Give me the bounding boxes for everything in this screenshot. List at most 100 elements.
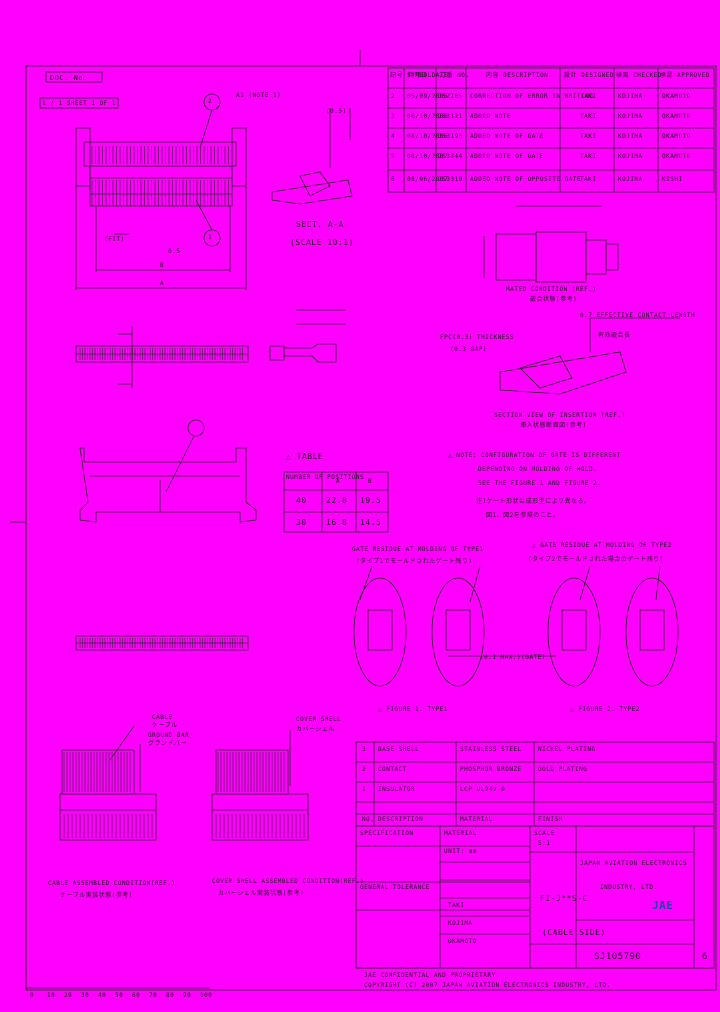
effective-length: 0.7 EFFECTIVE CONTACT LENGTH: [580, 312, 696, 319]
part-desc: (CABLE SIDE): [542, 928, 606, 937]
rev-cell: KOJIMA: [618, 113, 643, 120]
rev-cell: 08/10/2007: [407, 153, 449, 160]
table-row-40-b: 19.5: [360, 496, 382, 505]
rev-cell: 6: [391, 176, 396, 183]
rev-cell: ADDED NOTE OF GATE: [470, 133, 545, 140]
balloon-2: 2: [208, 98, 213, 105]
bom-cell: 3: [362, 746, 367, 753]
rev-cell: JS3244: [438, 153, 463, 160]
fpc-thickness: FPC(0.3) THICKNESS: [440, 334, 515, 341]
rev-cell: OKAMOTO: [662, 113, 691, 120]
table-header-positions: NUMBER OF POSITIONS: [286, 474, 365, 481]
bom-header: FINISH: [538, 816, 563, 823]
drawing-number: SJ105790: [594, 952, 642, 962]
rev-header-no: 訂番 NO.: [440, 72, 470, 79]
rev-cell: 4: [391, 133, 396, 140]
company-logo: JAE: [652, 899, 674, 912]
dim-pitch: 0.5: [168, 248, 181, 255]
cable-assembled: CABLE ASSEMBLED CONDITION(REF.): [48, 880, 176, 887]
rev-cell: 2: [391, 93, 396, 100]
rev-cell: 3: [391, 113, 396, 120]
unit-label: UNIT: mm: [444, 848, 477, 855]
bom-cell: STAINLESS STEEL: [460, 746, 522, 753]
bom-cell: GOLD PLATING: [538, 766, 588, 773]
bom-cell: NICKEL PLATING: [538, 746, 596, 753]
gate-type1-jp: (タイプ1でモールドされたゲート残り): [356, 558, 473, 565]
footer-copyright: COPYRIGHT (C) 2007 JAPAN AVIATION ELECTR…: [364, 982, 611, 989]
rev-cell: JS3121: [438, 113, 463, 120]
table-row-30-a: 16.8: [326, 518, 348, 527]
bom-header: DESCRIPTION: [378, 816, 424, 823]
rev-cell: TAKI: [580, 133, 597, 140]
cover-shell-label: COVER SHELL: [296, 716, 342, 723]
rev-cell: KOJIMA: [618, 176, 643, 183]
dwg-label: DOC. No.: [50, 74, 88, 82]
dim-a: A: [160, 280, 165, 287]
rev-cell: JS3310: [438, 176, 463, 183]
bom-cell: LCP UL94V-0: [460, 786, 506, 793]
rev-cell: JS3195: [438, 133, 463, 140]
checked-name: KOJIMA: [448, 920, 473, 927]
ground-bar-label: GROUND BAR: [148, 732, 190, 739]
note-line-1: △ NOTE: CONFIGURATION OF GATE IS DIFFERE…: [448, 452, 621, 459]
scale-value: 5:1: [538, 840, 551, 847]
dim-pitch-label: (0.5): [326, 108, 347, 115]
rev-header-symbol: 記号 SYMBOL: [390, 72, 432, 79]
table-header-b: B: [368, 478, 373, 485]
ruler-tick-label: 90: [183, 992, 192, 999]
rev-cell: OKAMOTO: [662, 153, 691, 160]
ruler-tick-label: 60: [132, 992, 141, 999]
rev-cell: KOJIMA: [618, 133, 643, 140]
rev-cell: TAKI: [580, 113, 597, 120]
tolerance-label: GENERAL TOLERANCE: [360, 884, 430, 891]
bom-cell: CONTACT: [378, 766, 407, 773]
cable-label-jp: ケーブル: [152, 722, 178, 729]
ruler-tick-label: 70: [149, 992, 158, 999]
section-insertion: SECTION VIEW OF INSERTION (REF.): [494, 412, 626, 419]
rev-cell: 05/09/2005: [407, 93, 449, 100]
fpc-gap: (0.3 GAP): [450, 346, 488, 353]
rev-cell: TAKI: [580, 93, 597, 100]
rev-cell: OKAMOTO: [662, 133, 691, 140]
sheet-number: 6: [702, 952, 708, 962]
ruler-tick-label: 30: [81, 992, 90, 999]
cable-assembled-jp: ケーブル実装状態(参考): [60, 892, 133, 899]
bom-cell: BASE SHELL: [378, 746, 420, 753]
mated-condition: MATED CONDITION (REF.): [506, 286, 597, 293]
material-label: MATERIAL: [444, 830, 477, 837]
section-insertion-jp: 挿入状態断面図(参考): [520, 422, 587, 429]
designed-name: TAKI: [448, 902, 465, 909]
company-name: JAPAN AVIATION ELECTRONICS: [580, 860, 687, 867]
rev-cell: KOJIMA: [618, 93, 643, 100]
ruler-tick-label: 20: [64, 992, 73, 999]
ruler-tick-label: 50: [115, 992, 124, 999]
table-row-30-positions: 30: [296, 518, 307, 527]
dim-b: B: [160, 262, 165, 269]
part-name: FI-J**S-C: [540, 894, 588, 903]
ruler-tick-label: 10: [47, 992, 56, 999]
ground-bar-label-jp: グランドバー: [148, 740, 188, 747]
dim-a-note: A1 (NOTE 1): [236, 92, 282, 99]
cover-assembled: COVER SHELL ASSEMBLED CONDITION(REF.): [212, 878, 365, 885]
rev-cell: 06/10/2006: [407, 113, 449, 120]
table-header-a: A: [336, 478, 341, 485]
note-line-5: 図1、図2を参照のこと。: [486, 512, 560, 519]
rev-cell: JS2105: [438, 93, 463, 100]
footer-confidential: JAE CONFIDENTIAL AND PROPRIETARY: [364, 972, 496, 979]
bom-cell: 2: [362, 766, 367, 773]
company-name-2: INDUSTRY, LTD.: [600, 884, 658, 891]
mated-condition-jp: 嵌合状態(参考): [530, 296, 578, 303]
cover-assembled-jp: カバーシェル実装状態(参考): [218, 890, 305, 897]
cable-label: CABLE: [152, 714, 173, 721]
note-line-3: SEE THE FIGURE 1 AND FIGURE 2.: [478, 480, 602, 487]
bom-header: MATERIAL: [460, 816, 493, 823]
rev-cell: TAKI: [580, 153, 597, 160]
cover-shell-label-jp: カバーシェル: [296, 726, 335, 733]
rev-cell: 08/06/2007: [407, 176, 449, 183]
dim-fit: (FIT): [104, 236, 125, 243]
rev-cell: OKAMOTO: [662, 93, 691, 100]
ruler-tick-label: 80: [166, 992, 175, 999]
note-line-2: DEPENDING ON MOLDING OF MOLD.: [478, 466, 598, 473]
